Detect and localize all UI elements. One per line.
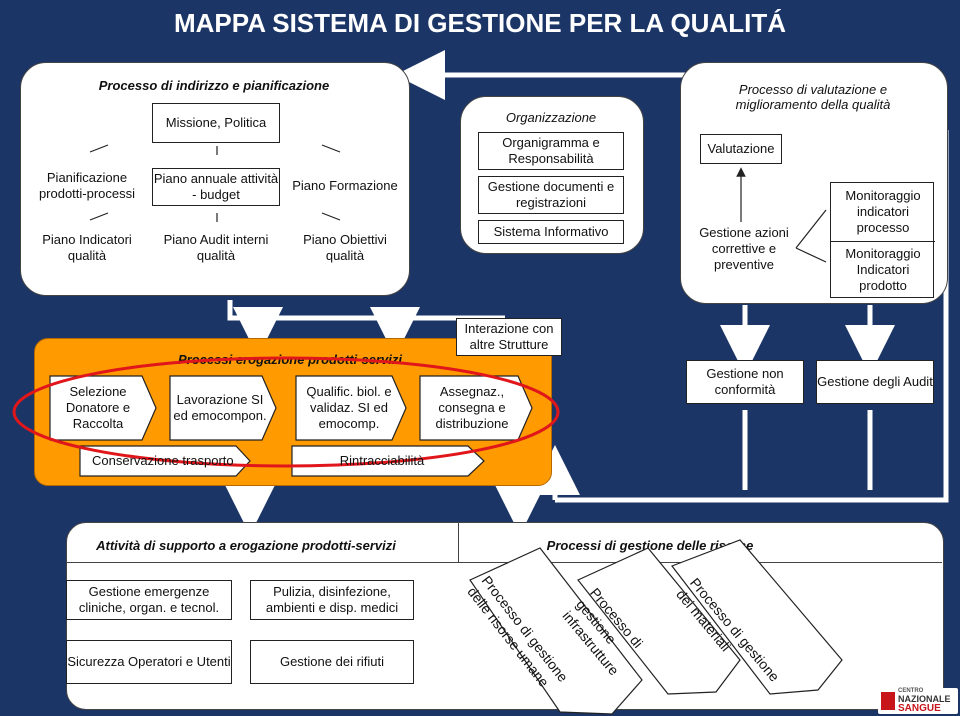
monitor-processo: Monitoraggio indicatori processo xyxy=(845,188,921,235)
monitor-box: Monitoraggio indicatori processo Monitor… xyxy=(830,182,935,298)
evaluation-header: Processo di valutazione e miglioramento … xyxy=(735,82,891,112)
resources-header: Processi di gestione delle risorse xyxy=(546,538,754,553)
planning-r1-1: Piano annuale attività - budget xyxy=(152,168,280,206)
audit-box: Gestione degli Audit xyxy=(816,360,934,404)
org-header: Organizzazione xyxy=(505,110,597,125)
panel-hline xyxy=(66,562,942,563)
logo-mark xyxy=(881,692,895,710)
org-item-2: Sistema Informativo xyxy=(478,220,624,244)
step-assegnaz: Assegnaz., consegna e distribuzione xyxy=(435,384,509,431)
step-selezione: Selezione Donatore e Raccolta xyxy=(65,384,131,431)
org-item-1: Gestione documenti e registrazioni xyxy=(478,176,624,214)
valutazione-box: Valutazione xyxy=(700,134,782,164)
nonconformita-box: Gestione non conformità xyxy=(686,360,804,404)
conservazione-label: Conservazione trasporto xyxy=(92,453,234,468)
planning-r2-0: Piano Indicatori qualità xyxy=(42,232,132,263)
panel-divider xyxy=(458,522,459,562)
planning-r1-2: Piano Formazione xyxy=(292,178,398,193)
support-item-1: Pulizia, disinfezione, ambienti e disp. … xyxy=(250,580,414,620)
azioni-text: Gestione azioni correttive e preventive xyxy=(699,225,789,272)
interazione-box: Interazione con altre Strutture xyxy=(456,318,562,356)
logo-line1: CENTRO xyxy=(898,688,924,694)
planning-r1-0: Pianificazione prodotti-processi xyxy=(38,170,136,201)
support-item-0: Gestione emergenze cliniche, organ. e te… xyxy=(66,580,232,620)
planning-r2-1: Piano Audit interni qualità xyxy=(163,232,269,263)
page-title: MAPPA SISTEMA DI GESTIONE PER LA QUALITÁ xyxy=(174,8,786,38)
logo: CENTRO NAZIONALE SANGUE xyxy=(878,688,958,714)
planning-r2-2: Piano Obiettivi qualità xyxy=(303,232,387,263)
logo-line3: SANGUE xyxy=(898,703,941,714)
rintracciabilita-label: Rintracciabilità xyxy=(339,453,425,468)
step-qualific: Qualific. biol. e validaz. SI ed emocomp… xyxy=(306,384,392,431)
logo-line2: NAZIONALE xyxy=(898,694,951,704)
mission-box: Missione, Politica xyxy=(152,103,280,143)
planning-header: Processo di indirizzo e pianificazione xyxy=(98,78,330,93)
support-header: Attività di supporto a erogazione prodot… xyxy=(96,538,396,553)
org-item-0: Organigramma e Responsabilità xyxy=(478,132,624,170)
support-item-3: Gestione dei rifiuti xyxy=(250,640,414,684)
monitor-prodotto: Monitoraggio Indicatori prodotto xyxy=(845,246,921,293)
support-item-2: Sicurezza Operatori e Utenti xyxy=(66,640,232,684)
step-lavorazione: Lavorazione SI ed emocompon. xyxy=(173,392,267,423)
